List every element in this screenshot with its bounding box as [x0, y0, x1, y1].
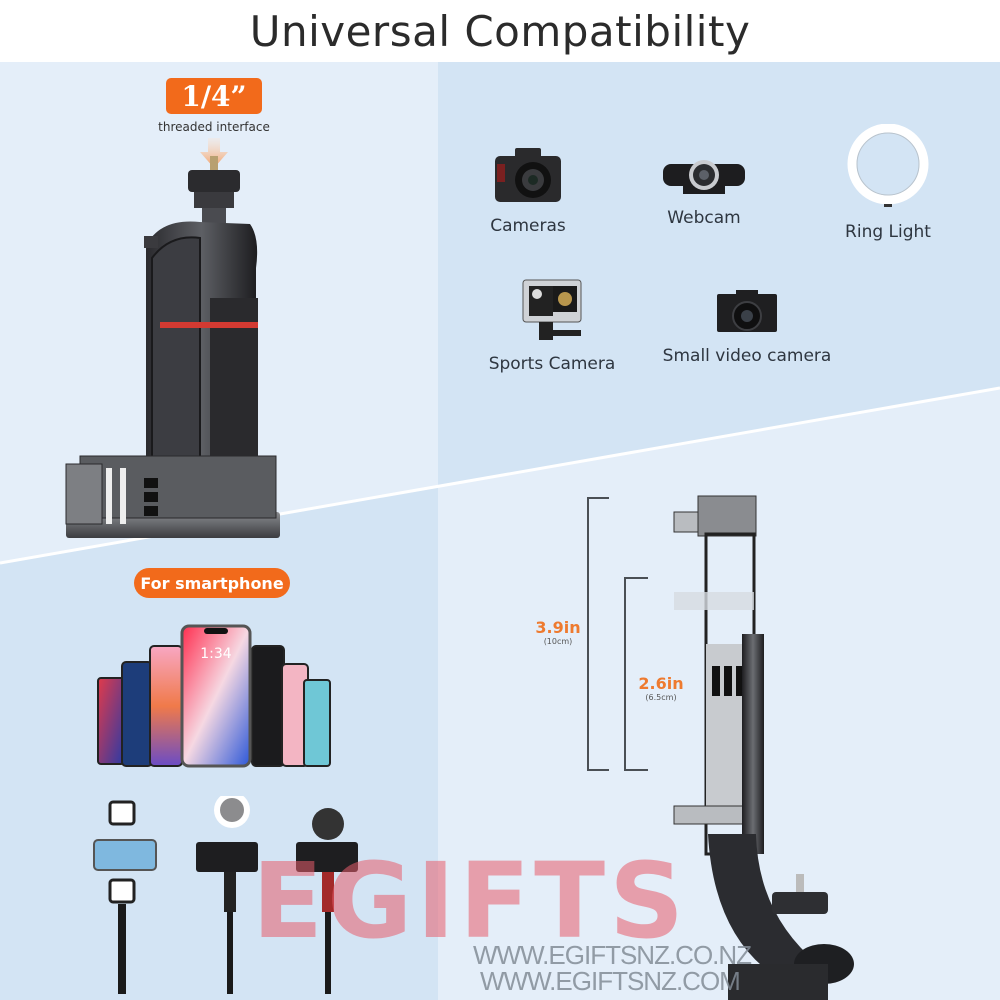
- brand-watermark: EGIFTS: [252, 840, 688, 962]
- extended-phone-clamp-icon: [673, 495, 854, 1000]
- device-label: Sports Camera: [488, 354, 616, 374]
- ring-light-icon: [847, 123, 929, 207]
- webcam-icon: [663, 160, 745, 194]
- device-label: Webcam: [667, 208, 741, 228]
- action-camera-icon: [522, 279, 582, 340]
- phone-clamp-with-threaded-mount-icon: [65, 138, 280, 538]
- smartphones-lineup-icon: 1:34: [97, 624, 331, 768]
- watermark-url-com: WWW.EGIFTSNZ.COM: [480, 966, 741, 996]
- device-label: Ring Light: [845, 222, 931, 242]
- header: Universal Compatibility: [0, 0, 1000, 62]
- page-title: Universal Compatibility: [249, 6, 751, 56]
- compact-camera-icon: [717, 290, 777, 332]
- for-smartphone-badge: For smartphone: [134, 568, 290, 598]
- device-webcam: Webcam: [654, 156, 754, 228]
- svg-text:1:34: 1:34: [200, 646, 232, 662]
- dslr-camera-icon: [495, 148, 561, 202]
- phone-accessory-rigs-icon: [93, 796, 358, 994]
- watermark-url-nz: WWW.EGIFTSNZ.CO.NZ: [473, 940, 752, 970]
- device-label: Small video camera: [662, 346, 832, 366]
- measure-bracket-small: [624, 577, 648, 771]
- product-canvas: 1/4” threaded interface: [0, 62, 1000, 1000]
- measure-bracket-large: [587, 497, 609, 771]
- measure-label-large: 3.9in (10cm): [535, 618, 581, 646]
- device-small-video-camera: Small video camera: [656, 290, 838, 366]
- threaded-interface-caption: threaded interface: [158, 120, 270, 134]
- measure-label-small: 2.6in (6.5cm): [638, 674, 684, 702]
- quarter-inch-badge: 1/4”: [166, 78, 262, 114]
- device-sports-camera: Sports Camera: [484, 278, 620, 374]
- device-label: Cameras: [490, 216, 566, 236]
- device-cameras: Cameras: [478, 148, 578, 236]
- device-ring-light: Ring Light: [838, 123, 938, 242]
